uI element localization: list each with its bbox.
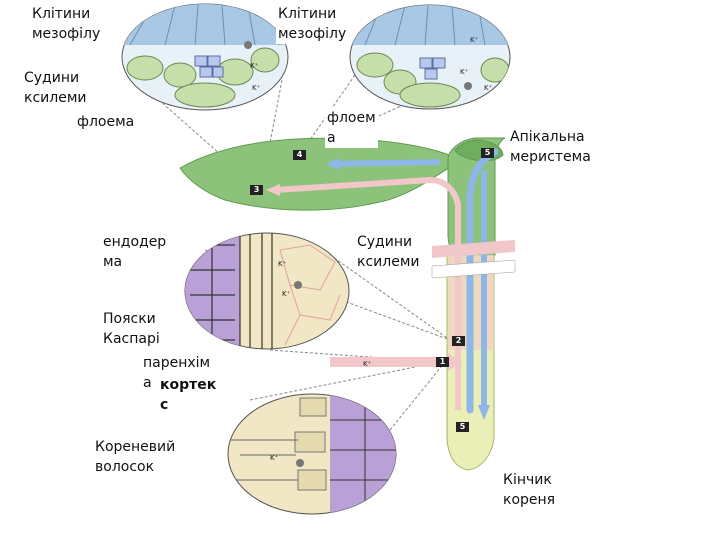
svg-text:K⁺: K⁺ <box>470 36 479 44</box>
step-marker-3: 3 <box>250 185 263 195</box>
svg-text:K⁺: K⁺ <box>270 454 279 462</box>
phloem-leaf-arrow <box>329 159 441 167</box>
label-cortex: кортек с <box>160 377 217 413</box>
label-mesophyll-right: Клітини мезофілу <box>276 4 349 44</box>
svg-text:K⁺: K⁺ <box>250 62 259 70</box>
label-parenchyma: паренхім а <box>143 355 211 391</box>
root-arrow-ion-label: K⁺ <box>363 360 372 368</box>
label-xylem-top: Судини ксилеми <box>22 68 89 108</box>
phloem-return-arrow <box>274 176 461 410</box>
step-marker-2: 2 <box>452 336 465 346</box>
label-root-hair: Кореневий волосок <box>95 439 176 475</box>
root-hair-circle: K⁺ <box>227 393 397 515</box>
step-marker-1: 1 <box>436 357 449 367</box>
step-marker-4: 4 <box>293 150 306 160</box>
label-xylem-mid: Судини ксилеми <box>355 232 422 272</box>
label-apical-meristem: Апікальна меристема <box>510 129 591 165</box>
label-caspary: Пояски Каспарі <box>103 311 160 347</box>
leaf-blade <box>179 137 464 211</box>
step-marker-5-bottom: 5 <box>456 422 469 432</box>
label-root-tip: Кінчик кореня <box>503 472 556 508</box>
label-mesophyll-left: Клітини мезофілу <box>30 4 103 44</box>
mesophyll-circle-right: K⁺ K⁺ K⁺ <box>349 4 511 110</box>
svg-text:K⁺: K⁺ <box>278 260 287 268</box>
svg-text:K⁺: K⁺ <box>460 68 469 76</box>
mesophyll-circle-left: K⁺ K⁺ <box>121 3 289 111</box>
step-marker-5-top: 5 <box>481 148 494 158</box>
svg-text:K⁺: K⁺ <box>282 290 291 298</box>
svg-text:K⁺: K⁺ <box>252 84 261 92</box>
svg-text:K⁺: K⁺ <box>484 84 493 92</box>
label-endodermis: ендодер ма <box>103 234 167 270</box>
label-phloem-left: флоема <box>75 112 137 132</box>
label-phloem-mid: флоем а <box>325 108 378 148</box>
endodermis-circle: K⁺ K⁺ <box>184 232 350 350</box>
